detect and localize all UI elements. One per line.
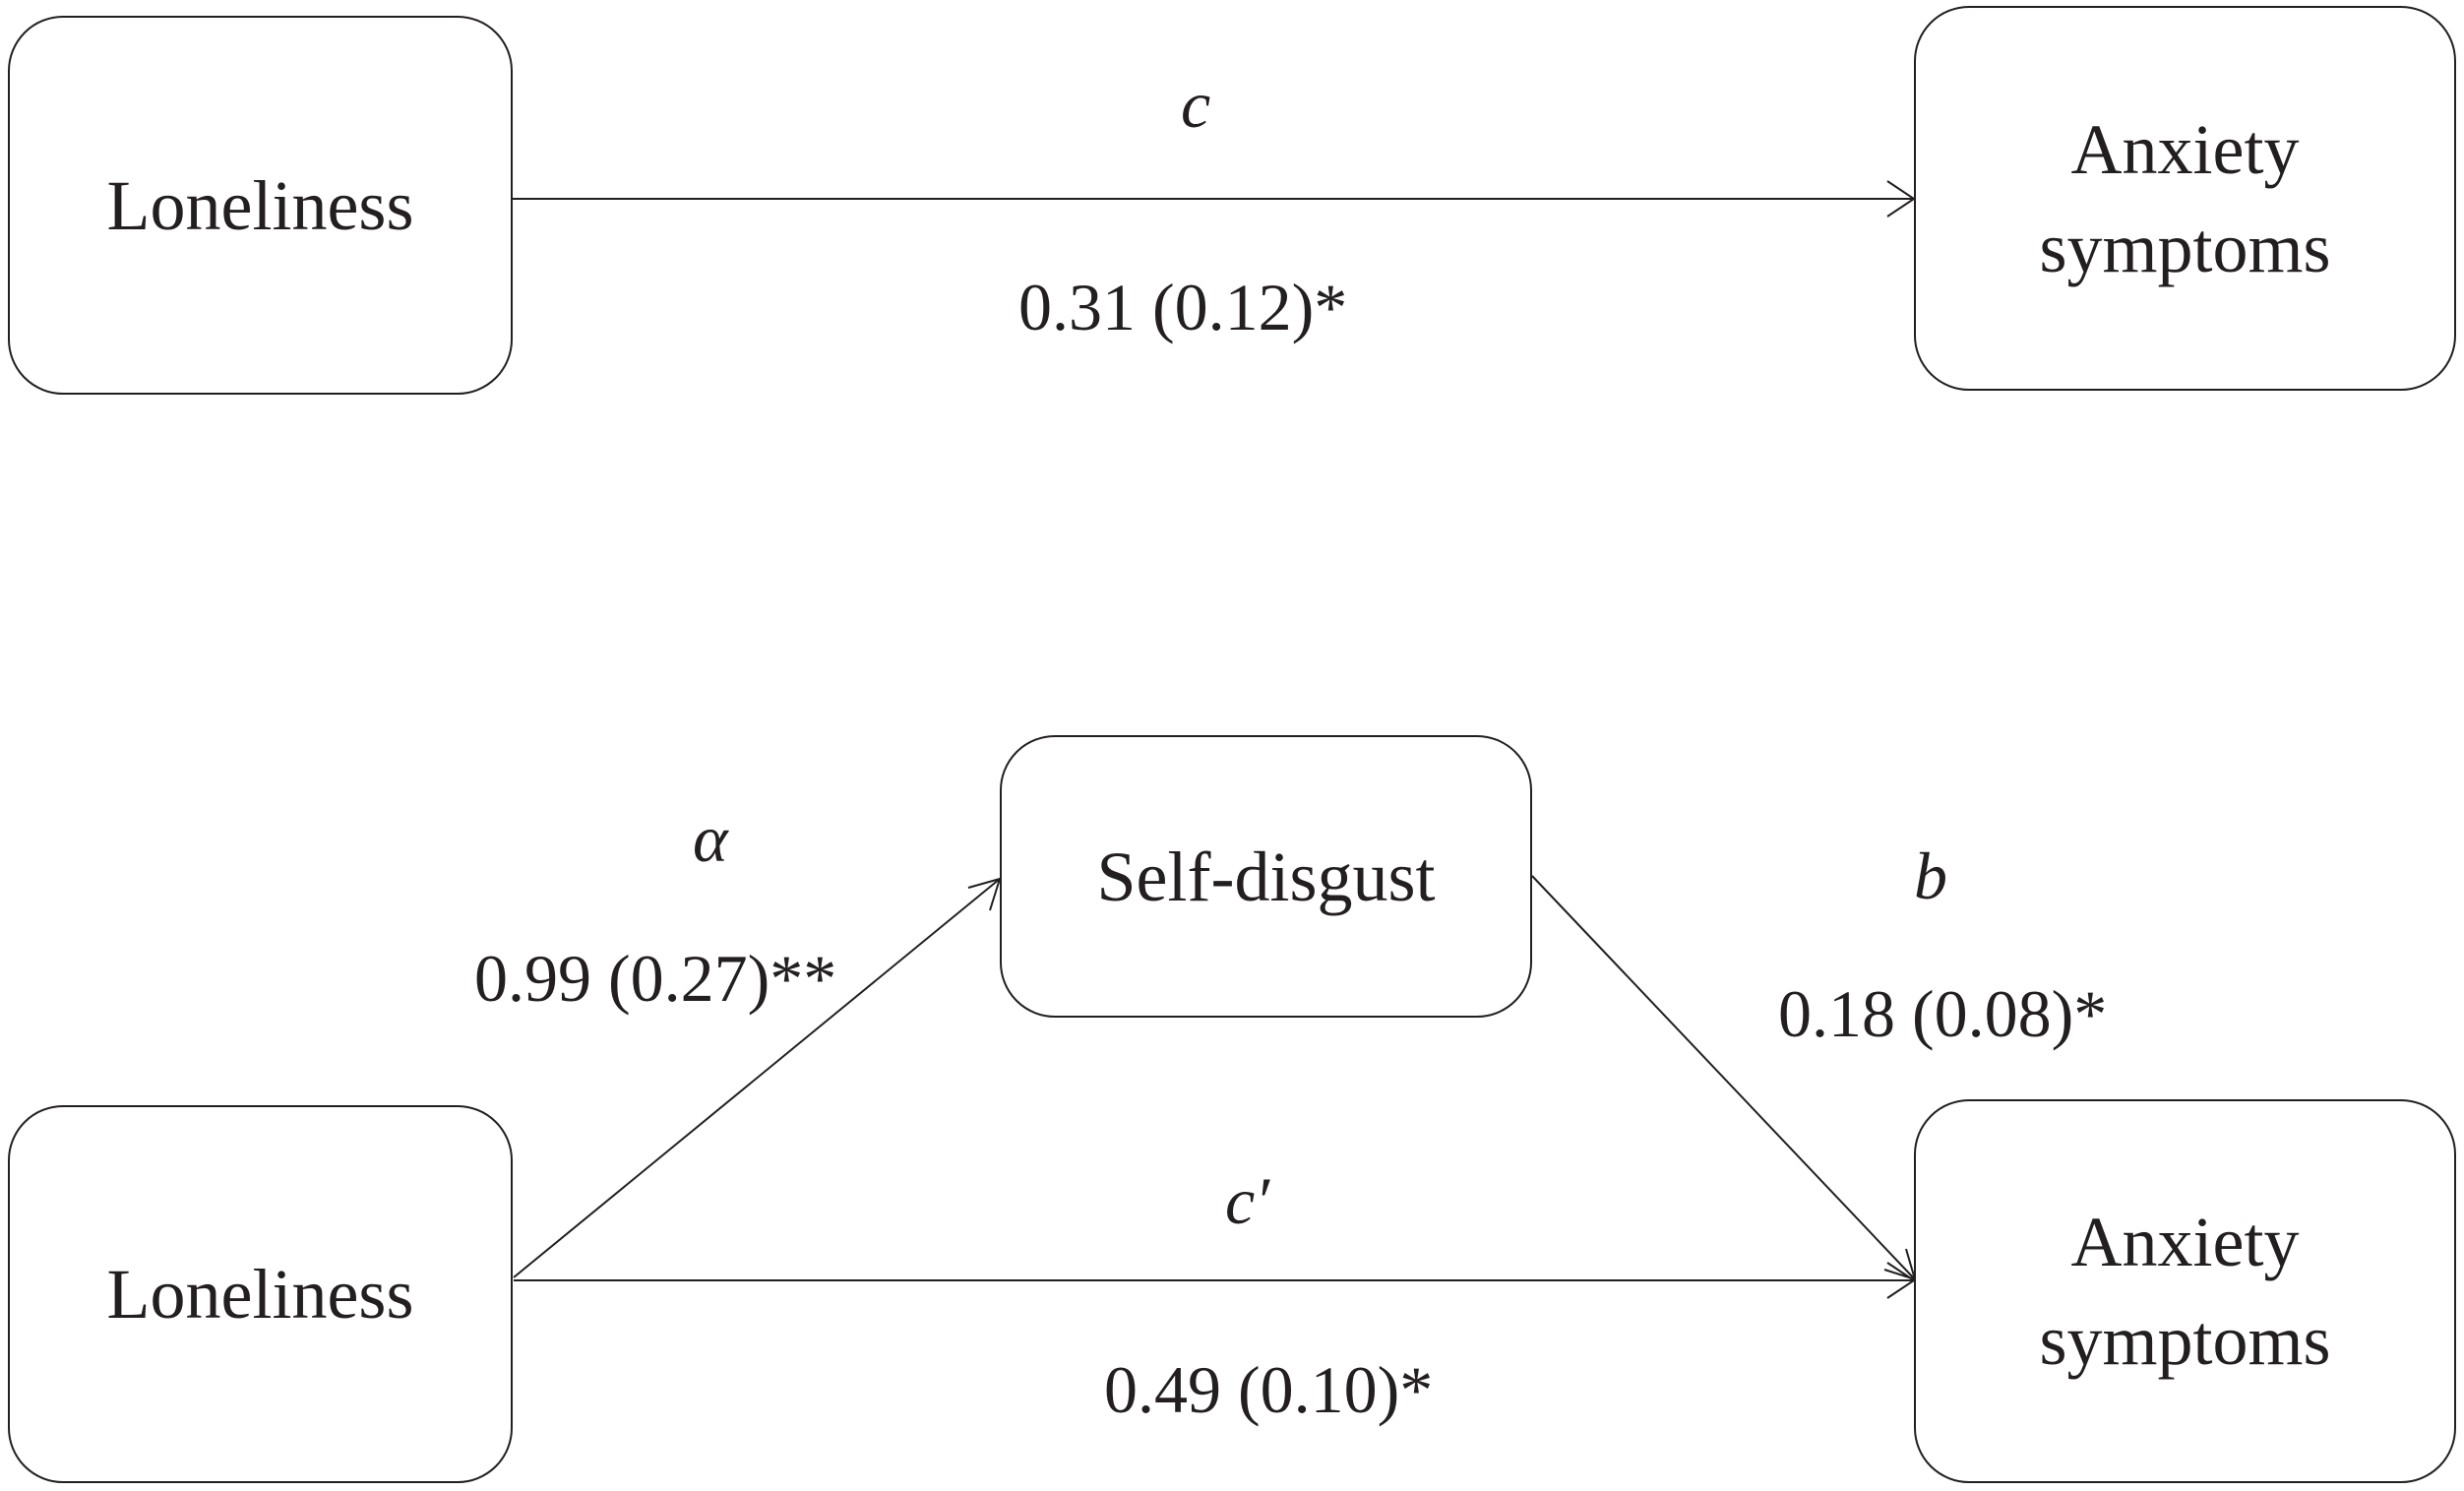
bottom-anxiety-label-line1: Anxiety <box>2070 1203 2300 1281</box>
path-b-label: b <box>1914 839 1947 913</box>
path-c-prime-label: c′ <box>1225 1163 1270 1238</box>
top-loneliness-box: Loneliness <box>8 16 513 395</box>
top-anxiety-label-line1: Anxiety <box>2070 109 2300 189</box>
bottom-anxiety-box: Anxiety symptoms <box>1914 1099 2456 1483</box>
top-loneliness-label: Loneliness <box>106 165 414 245</box>
bottom-anxiety-label-line2: symptoms <box>2039 1301 2331 1380</box>
path-a-label: α <box>693 801 728 876</box>
path-a-arrow <box>513 878 1001 1278</box>
path-b-arrow <box>1531 875 1916 1280</box>
path-b-estimate: 0.18 (0.08)* <box>1778 976 2108 1051</box>
path-c-prime-estimate: 0.49 (0.10)* <box>1104 1352 1434 1427</box>
path-c-label: c <box>1181 67 1211 142</box>
bottom-loneliness-box: Loneliness <box>8 1105 513 1483</box>
path-c-estimate: 0.31 (0.12)* <box>1018 270 1348 344</box>
top-anxiety-label-line2: symptoms <box>2039 208 2331 287</box>
mediator-label: Self-disgust <box>1096 837 1436 916</box>
path-a-estimate: 0.99 (0.27)** <box>474 941 837 1016</box>
top-anxiety-box: Anxiety symptoms <box>1914 6 2456 391</box>
mediator-self-disgust-box: Self-disgust <box>1000 735 1532 1018</box>
bottom-loneliness-label: Loneliness <box>106 1255 414 1334</box>
